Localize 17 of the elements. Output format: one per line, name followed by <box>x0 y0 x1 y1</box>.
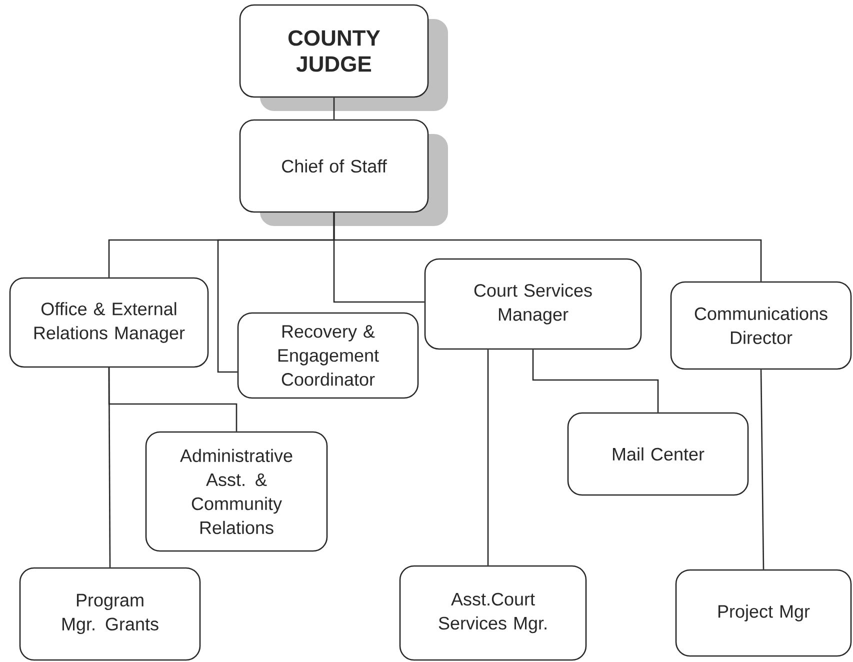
position-box: Mail Center <box>567 412 749 496</box>
title-box: COUNTY JUDGE <box>239 4 448 111</box>
position-box: Administrative Asst. & Community Relations <box>145 431 328 552</box>
connector-line <box>108 368 111 568</box>
connector-line <box>487 350 489 566</box>
position-box: Office & External Relations Manager <box>9 277 209 368</box>
position-box: Program Mgr. Grants <box>19 567 201 661</box>
position-box: Asst.Court Services Mgr. <box>399 565 587 661</box>
connector-line <box>760 370 764 570</box>
connector-line <box>333 98 335 120</box>
position-box: Recovery & Engagement Coordinator <box>237 312 419 399</box>
connector-line <box>333 212 762 282</box>
position-box: Communications Director <box>670 281 852 370</box>
position-box: Chief of Staff <box>239 119 448 226</box>
position-box: Project Mgr <box>675 569 852 657</box>
connector-line <box>532 350 659 412</box>
position-box: Court Services Manager <box>424 258 642 350</box>
